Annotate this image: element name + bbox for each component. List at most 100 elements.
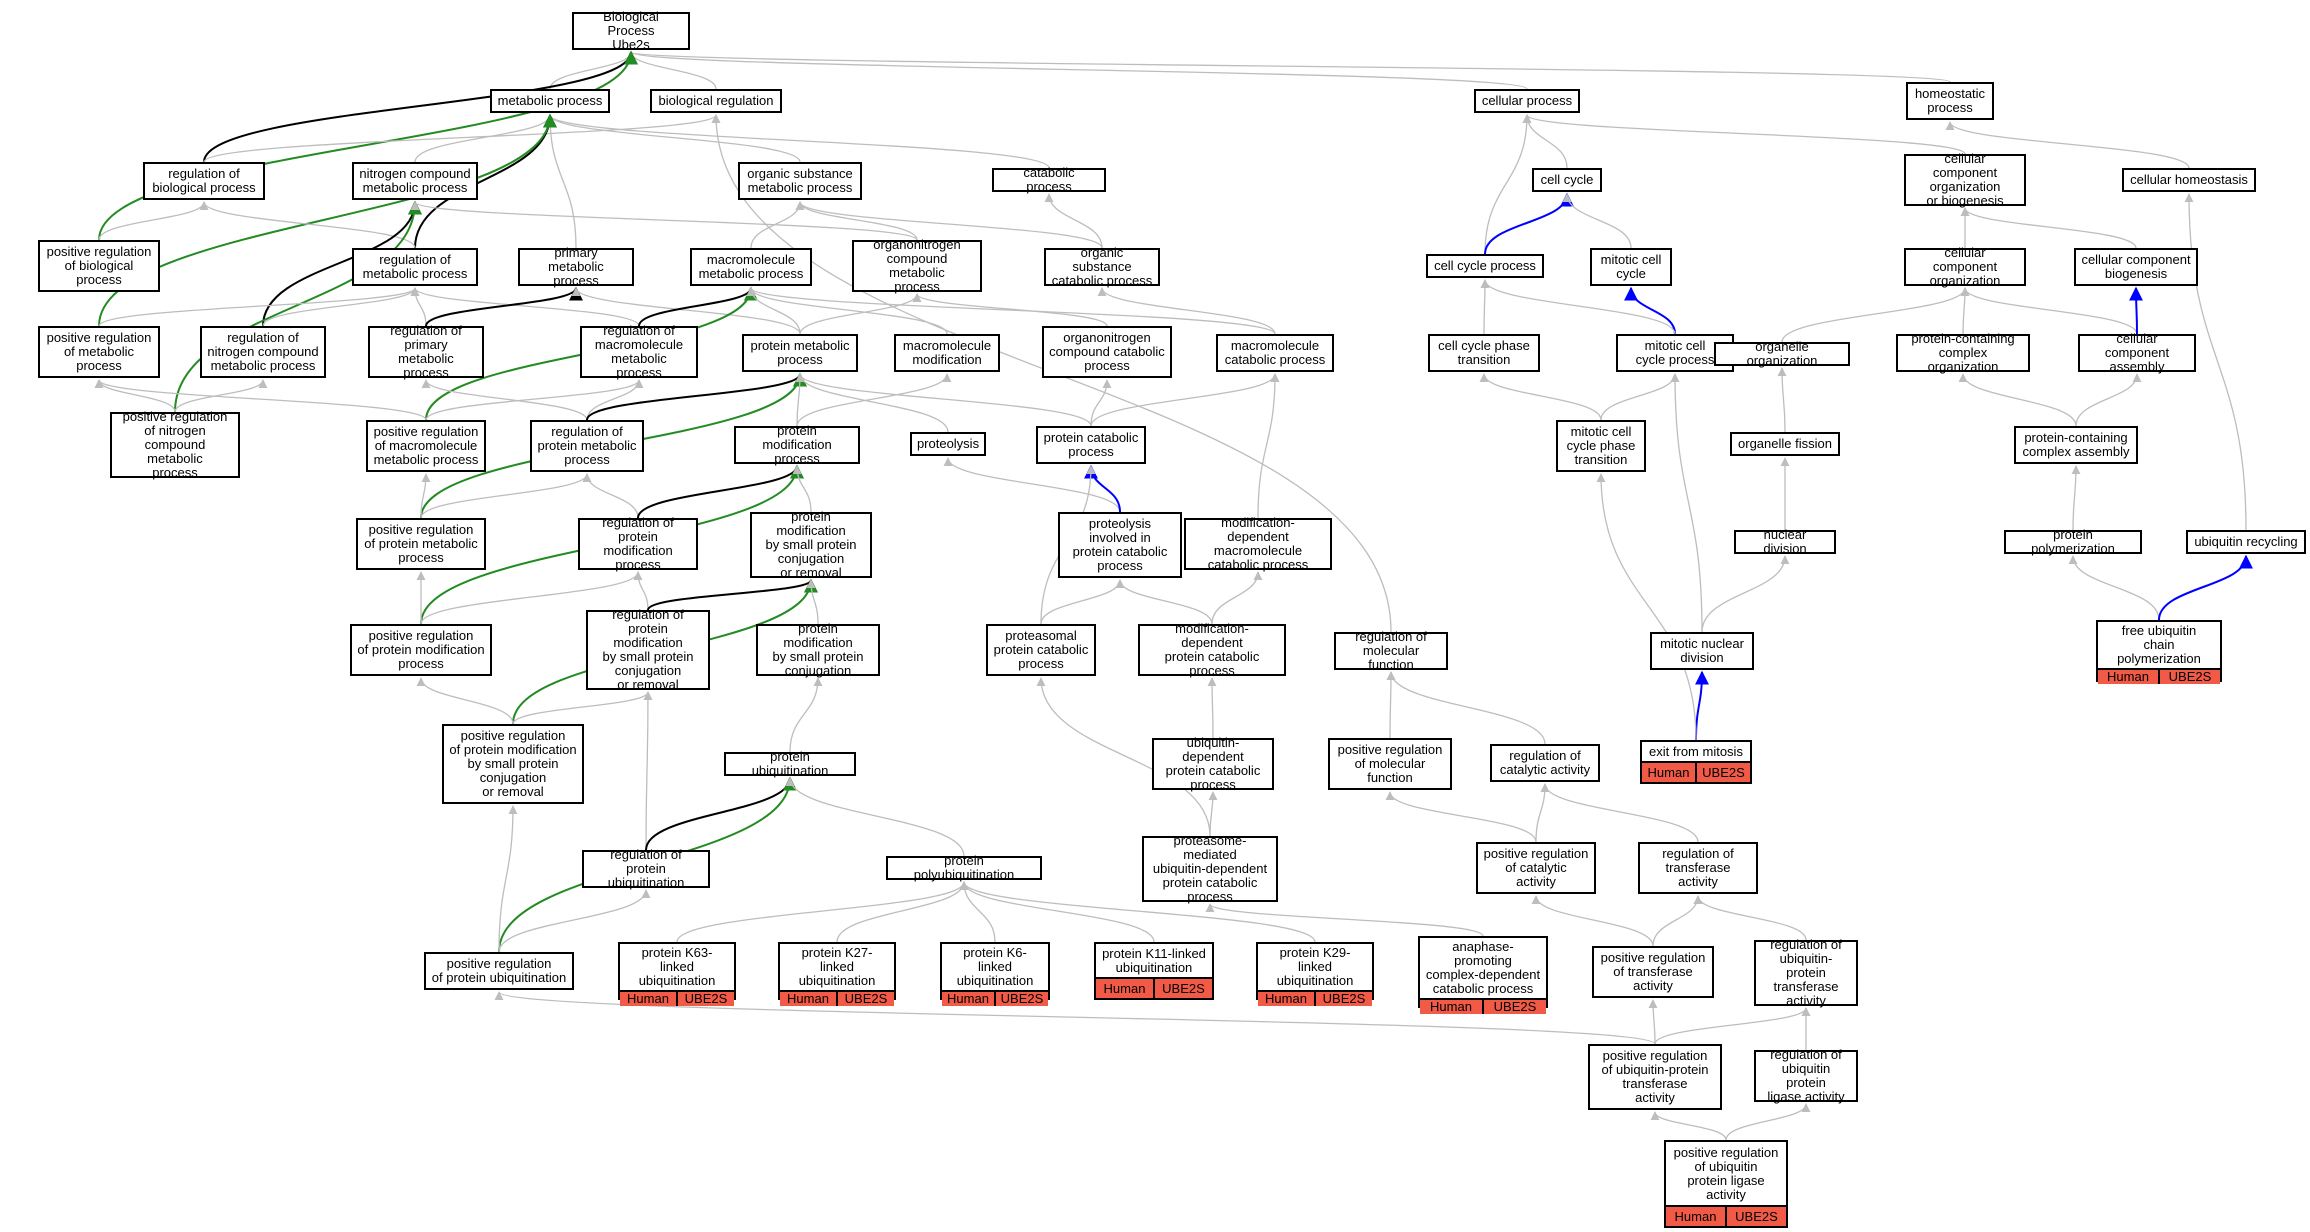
go-term-posregnitro[interactable]: positive regulation of nitrogen compound… [110,410,240,480]
go-term-label: protein K11-linked ubiquitination [1102,945,1206,975]
go-term-label: protein polyubiquitination [913,853,1015,882]
go-term-pmsmall[interactable]: protein modification by small protein co… [750,510,872,580]
go-term-nitrogen[interactable]: nitrogen compound metabolic process [352,162,478,200]
go-term-protcat[interactable]: protein catabolic process [1036,426,1146,464]
go-term-posregcatact[interactable]: positive regulation of catalytic activit… [1476,842,1596,894]
go-term-primary[interactable]: primary metabolic process [518,246,634,288]
go-term-label: protein ubiquitination [751,749,829,778]
gene-tag: UBE2S [1153,979,1212,998]
go-term-homeo[interactable]: homeostatic process [1906,82,1994,120]
go-term-macromod[interactable]: macromolecule modification [894,334,1000,372]
go-term-root[interactable]: Biological Process Ube2s [572,10,690,52]
edge-ccbio-to-ccob [1960,207,2137,249]
go-term-label: catabolic process [1023,165,1075,194]
go-term-cellcycle[interactable]: cell cycle [1532,168,1602,192]
go-term-regmolfunc[interactable]: regulation of molecular function [1334,630,1448,672]
go-term-ccob[interactable]: cellular component organization or bioge… [1904,152,2026,208]
edge-protcat-to-protmet [795,373,1092,427]
go-term-pmsmallconj[interactable]: protein modification by small protein co… [756,622,880,678]
go-term-ubrecyc[interactable]: ubiquitin recycling [2186,530,2306,554]
go-term-posregubligase[interactable]: positive regulation of ubiquitin protein… [1664,1140,1788,1228]
go-term-posregubtransf[interactable]: positive regulation of ubiquitin-protein… [1588,1044,1722,1110]
go-term-pcassembly[interactable]: protein-containing complex assembly [2014,426,2138,464]
go-term-protubiq[interactable]: protein ubiquitination [724,749,856,778]
go-term-orgcat[interactable]: organic substance catabolic process [1044,246,1160,288]
go-term-posregprotubiq[interactable]: positive regulation of protein ubiquitin… [424,952,574,990]
go-term-posregpmsmall[interactable]: positive regulation of protein modificat… [442,724,584,804]
go-term-mitcc[interactable]: mitotic cell cycle [1590,248,1672,286]
go-term-ccproc[interactable]: cell cycle process [1426,254,1544,278]
go-term-posregmacro[interactable]: positive regulation of macromolecule met… [366,420,486,472]
go-term-bioreg[interactable]: biological regulation [650,89,782,113]
go-term-cellproc[interactable]: cellular process [1474,89,1580,113]
go-term-regmacro[interactable]: regulation of macromolecule metabolic pr… [580,324,698,380]
go-term-protmod[interactable]: protein modification process [734,424,860,466]
go-term-polyubiq[interactable]: protein polyubiquitination [886,853,1042,882]
go-term-protpoly[interactable]: protein polymerization [2004,528,2142,556]
go-term-regprotmod[interactable]: regulation of protein modification proce… [578,516,698,572]
go-term-apc[interactable]: anaphase-promoting complex-dependent cat… [1418,936,1548,1014]
edge-regtransf-to-regcatact [1540,783,1699,843]
go-term-ubdep[interactable]: ubiquitin-dependent protein catabolic pr… [1152,736,1274,792]
go-term-regubtransf[interactable]: regulation of ubiquitin-protein transfer… [1754,938,1858,1008]
go-term-posregtransf[interactable]: positive regulation of transferase activ… [1592,946,1714,998]
go-term-ccorg[interactable]: cellular component organization [1904,246,2026,288]
go-term-mitnuc[interactable]: mitotic nuclear division [1650,632,1754,670]
go-term-macro[interactable]: macromolecule metabolic process [690,248,812,286]
edge-posregprotmet-to-regprotmet [420,473,592,519]
go-term-metabolic[interactable]: metabolic process [490,89,610,113]
go-term-proteolysis[interactable]: proteolysis [910,432,986,456]
go-term-regcatact[interactable]: regulation of catalytic activity [1490,744,1600,782]
go-term-protcomplex[interactable]: protein-containing complex organization [1896,332,2030,374]
go-term-regtransf[interactable]: regulation of transferase activity [1638,842,1758,894]
go-term-organelle[interactable]: organelle organization [1714,340,1850,368]
go-term-cellhomeo[interactable]: cellular homeostasis [2122,168,2256,192]
go-term-posregmolfunc[interactable]: positive regulation of molecular functio… [1328,738,1452,790]
go-term-nucdiv[interactable]: nuclear division [1734,528,1836,556]
go-term-regbio[interactable]: regulation of biological process [143,162,265,200]
go-term-protinv[interactable]: proteolysis involved in protein cataboli… [1058,512,1182,578]
go-term-regubligase[interactable]: regulation of ubiquitin protein ligase a… [1754,1048,1858,1104]
go-term-posregprotmet[interactable]: positive regulation of protein metabolic… [356,518,486,570]
go-term-fission[interactable]: organelle fission [1730,432,1840,456]
go-term-mitphase[interactable]: mitotic cell cycle phase transition [1556,420,1646,472]
edge-exitmitosis-to-mitnuc [1694,670,1709,741]
go-term-proteasomemed[interactable]: proteasome-mediated ubiquitin-dependent … [1142,834,1278,904]
go-term-proteasomal[interactable]: proteasomal protein catabolic process [986,624,1096,676]
go-term-orgnitrocat[interactable]: organonitrogen compound catabolic proces… [1042,326,1172,378]
go-term-protmet[interactable]: protein metabolic process [742,334,858,372]
go-term-posregprotmod[interactable]: positive regulation of protein modificat… [350,624,492,676]
go-term-moddepprot[interactable]: modification-dependent protein catabolic… [1138,622,1286,678]
edge-protpoly-to-pcassembly [2071,465,2081,531]
go-term-regprotmet[interactable]: regulation of protein metabolic process [530,420,644,472]
go-term-label: positive regulation of molecular functio… [1337,742,1443,785]
go-term-ccphase[interactable]: cell cycle phase transition [1428,334,1540,372]
go-term-posregmet[interactable]: positive regulation of metabolic process [38,326,160,378]
go-term-regpmsmall[interactable]: regulation of protein modification by sm… [586,608,710,692]
go-term-macrocat[interactable]: macromolecule catabolic process [1216,334,1334,372]
go-term-regprotubiq[interactable]: regulation of protein ubiquitination [582,848,710,890]
go-term-ccassembly[interactable]: cellular component assembly [2078,332,2196,374]
go-term-moddepmacro[interactable]: modification-dependent macromolecule cat… [1184,516,1332,572]
go-term-regprim[interactable]: regulation of primary metabolic process [368,324,484,380]
go-term-organic[interactable]: organic substance metabolic process [738,162,862,200]
go-term-regnitro[interactable]: regulation of nitrogen compound metaboli… [200,326,326,378]
go-term-posregbio[interactable]: positive regulation of biological proces… [38,240,160,292]
go-term-orgnitro[interactable]: organonitrogen compound metabolic proces… [852,238,982,294]
go-term-ccbio[interactable]: cellular component biogenesis [2074,248,2198,286]
go-term-label: anaphase-promoting complex-dependent cat… [1425,939,1541,996]
edge-moddepprot-to-protinv [1115,579,1213,625]
edge-apc-to-proteasomemed [1205,903,1484,937]
go-term-catabolic[interactable]: catabolic process [992,165,1106,194]
go-term-regmet[interactable]: regulation of metabolic process [352,248,478,286]
edge-moddepmacro-to-macrocat [1257,373,1280,519]
